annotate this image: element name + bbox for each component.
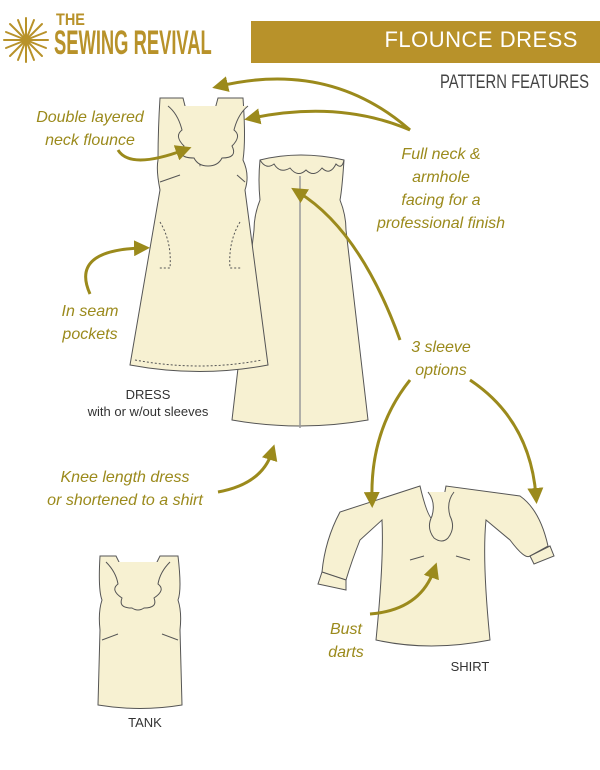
note-line: neck flounce [45, 132, 135, 149]
note-length: Knee length dress or shortened to a shir… [30, 466, 220, 512]
arrow-sleeves-left [363, 379, 412, 508]
note-line: Bust [329, 621, 362, 638]
caption-dress-title: DRESS [125, 387, 171, 402]
arrow-sleeves-back [291, 187, 402, 341]
note-line: or shortened to a shirt [47, 492, 203, 509]
note-pockets: In seam pockets [50, 300, 130, 346]
note-line: professional finish [376, 215, 506, 232]
caption-shirt: SHIRT [450, 659, 490, 674]
starburst-logo-icon [3, 17, 49, 63]
note-facing: Full neck & armhole facing for a profess… [370, 143, 512, 235]
brand-the: THE [56, 10, 85, 29]
tank-drawing [97, 555, 183, 709]
note-line: In seam [61, 303, 119, 320]
arrow-sleeves-right [469, 378, 544, 504]
note-neck-flounce: Double layered neck flounce [28, 106, 152, 152]
title-banner: FLOUNCE DRESS [251, 21, 600, 63]
page-title: FLOUNCE DRESS [384, 27, 578, 52]
note-line: pockets [62, 326, 118, 343]
brand-name: SEWING REVIVAL [54, 24, 212, 62]
note-sleeves: 3 sleeve options [396, 336, 486, 382]
arrow-facing-neck [212, 76, 411, 132]
note-line: Double layered [36, 109, 144, 126]
annotation-arrows [84, 76, 544, 616]
arrow-length [217, 444, 278, 494]
note-line: options [415, 362, 467, 379]
note-line: darts [328, 644, 364, 661]
note-line: armhole [412, 169, 470, 186]
note-line: Full neck & [401, 146, 481, 163]
arrow-facing-armhole [244, 108, 411, 132]
caption-tank: TANK [128, 715, 162, 730]
arrow-darts [369, 562, 439, 616]
note-line: facing for a [401, 192, 481, 209]
section-subtitle: PATTERN FEATURES [440, 72, 590, 93]
arrow-flounce [116, 145, 192, 162]
note-darts: Bust darts [320, 618, 372, 664]
arrow-pockets [84, 240, 150, 295]
caption-dress: DRESS with or w/out sleeves [68, 386, 228, 420]
note-line: 3 sleeve [411, 339, 471, 356]
caption-dress-sub: with or w/out sleeves [87, 404, 209, 419]
note-line: Knee length dress [60, 469, 190, 486]
